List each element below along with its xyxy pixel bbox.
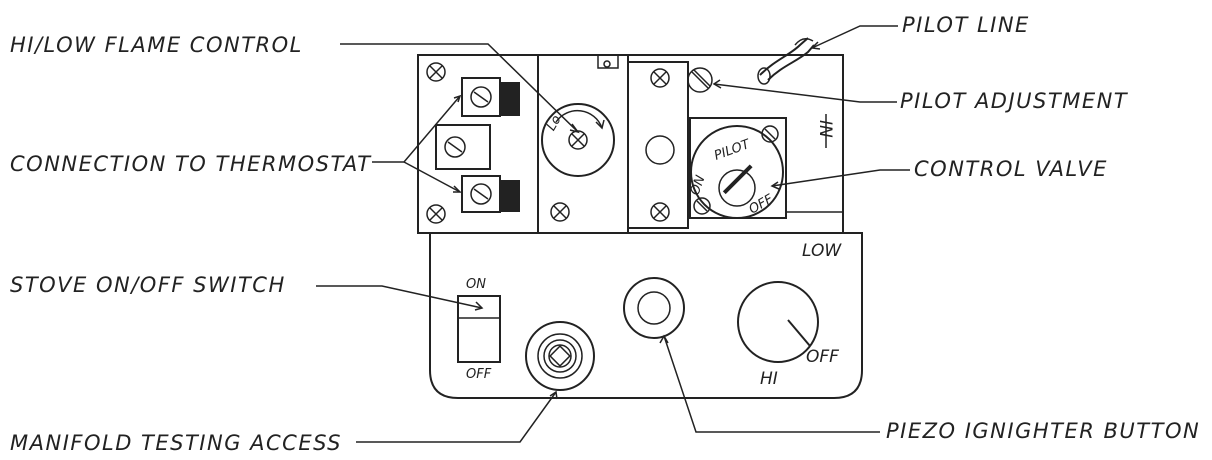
label-control-valve: CONTROL VALVE (914, 157, 1108, 181)
plug-circle (645, 135, 675, 165)
knob-low-mark: LOW (802, 241, 842, 261)
label-hi-low-flame-control: HI/LOW FLAME CONTROL (10, 33, 303, 57)
pilot-adjustment-screw (687, 67, 713, 93)
label-manifold-testing-access: MANIFOLD TESTING ACCESS (10, 431, 342, 455)
leader-stove-switch (316, 285, 483, 309)
leader-manifold (356, 391, 557, 443)
screw-icon (650, 68, 670, 88)
valve-body-upper (417, 54, 844, 234)
leader-control-valve (771, 169, 910, 187)
corner-screws-upper (426, 62, 675, 224)
manifold-test-port (525, 321, 595, 391)
valve-on-mark: ON (688, 173, 709, 197)
screw-icon (693, 197, 711, 215)
svg-text:Lo: Lo (544, 113, 565, 134)
control-valve-knob: PILOT ON OFF (688, 117, 787, 219)
flame-control-dial: Lo (541, 103, 615, 177)
leader-pilot-line (811, 25, 898, 49)
screw-icon (761, 125, 779, 143)
thermostat-terminals (435, 77, 520, 213)
lower-panel (429, 232, 863, 399)
leader-piezo (663, 335, 880, 433)
valve-pilot-mark: PILOT (712, 137, 753, 164)
screw-icon (650, 202, 670, 222)
leader-flame-control (340, 43, 579, 133)
leader-thermostat-bottom (403, 161, 461, 193)
knob-off-mark: OFF (806, 347, 839, 367)
label-piezo-ignighter-button: PIEZO IGNIGHTER BUTTON (886, 419, 1200, 443)
leader-pilot-adjustment (713, 83, 897, 103)
switch-on-mark: ON (466, 277, 486, 292)
label-stove-on-off-switch: STOVE ON/OFF SWITCH (10, 273, 286, 297)
valve-off-mark: OFF (747, 192, 777, 218)
in-mark: IN (815, 120, 835, 138)
hi-low-knob: LOW HI OFF (737, 241, 842, 389)
switch-off-mark: OFF (466, 367, 492, 382)
knob-hi-mark: HI (760, 369, 778, 389)
label-connection-to-thermostat: CONNECTION TO THERMOSTAT (10, 152, 372, 176)
label-pilot-line: PILOT LINE (902, 13, 1030, 37)
piezo-button (623, 277, 685, 339)
screw-icon (426, 204, 446, 224)
screw-icon (426, 62, 446, 82)
stove-switch: ON OFF (457, 277, 501, 382)
screw-icon (550, 202, 570, 222)
pilot-line-tube (757, 37, 815, 85)
label-pilot-adjustment: PILOT ADJUSTMENT (900, 89, 1129, 113)
leader-lines (316, 25, 910, 443)
